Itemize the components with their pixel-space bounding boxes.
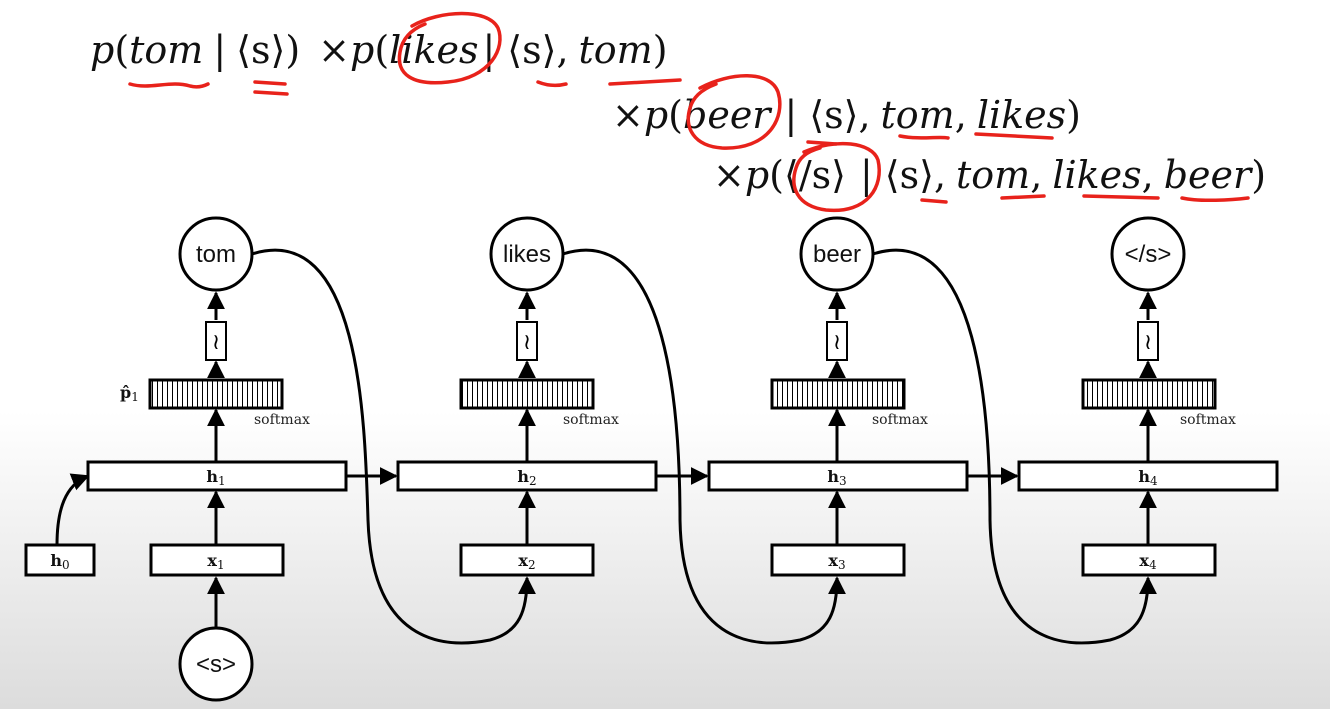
underline-s-2 (536, 80, 568, 88)
svg-text:≀: ≀ (833, 330, 841, 355)
hidden-state-box (86, 460, 348, 492)
softmax-vector (1081, 378, 1217, 410)
underline-likes-3 (974, 132, 1054, 140)
target-beer: beer (683, 93, 773, 137)
target-likes: likes (389, 28, 478, 72)
underline-s-3 (806, 140, 838, 146)
svg-text:h4: h4 (1138, 467, 1158, 488)
softmax-vector (459, 378, 595, 410)
svg-text:x2: x2 (518, 551, 535, 572)
svg-text:x4: x4 (1139, 551, 1157, 572)
input-embedding-box (770, 543, 906, 577)
arrow-likes-to-x3 (562, 248, 846, 645)
output-word: likes (503, 241, 551, 268)
time-step-4: </s> ≀ softmax h4 x4 (1017, 216, 1279, 577)
underline-tom-2 (608, 78, 682, 86)
time-step-3: beer ≀ softmax h3 x3 (707, 216, 969, 577)
hidden-state-box (707, 460, 969, 492)
svg-text:h3: h3 (827, 467, 846, 488)
underline-tom-4 (1000, 194, 1046, 200)
input-embedding-box (459, 543, 595, 577)
svg-text:softmax: softmax (254, 412, 310, 428)
input-embedding-box (1081, 543, 1217, 577)
svg-text:≀: ≀ (1144, 330, 1152, 355)
sampler-box (1137, 321, 1159, 361)
svg-text:h1: h1 (206, 467, 225, 488)
underline-likes-4 (1082, 194, 1160, 200)
underline-s-4 (920, 198, 948, 204)
svg-text:<s>: <s> (196, 651, 236, 678)
svg-text:≀: ≀ (523, 330, 531, 355)
output-word: tom (196, 241, 236, 268)
underline-s-1a (253, 80, 287, 86)
start-input-node: <s> (178, 626, 254, 702)
prob-symbol: p (90, 28, 114, 72)
history-start-token: ⟨s⟩ (236, 28, 285, 72)
sampler-box (826, 321, 848, 361)
svg-text:x1: x1 (207, 551, 224, 572)
formula-line-1: p(tom|⟨s⟩)×p(likes|⟨s⟩,tom) (90, 28, 668, 72)
sampler-box (516, 321, 538, 361)
sampler-box (205, 321, 227, 361)
time-step-1: tom ≀ softmax h1 x1 (86, 216, 348, 577)
target-tom: tom (129, 28, 203, 72)
formula-line-2: ×p(beer|⟨s⟩,tom,likes) (612, 93, 1081, 137)
arrow-h0-to-h1 (55, 473, 90, 546)
p-hat-label: p̂1 (120, 383, 139, 404)
hidden-state-box (1017, 460, 1279, 492)
circle-likes (397, 11, 502, 85)
svg-text:x3: x3 (828, 551, 845, 572)
output-word: </s> (1125, 241, 1172, 268)
svg-text:h0: h0 (50, 551, 69, 572)
red-annotations (128, 11, 1250, 213)
softmax-vector (148, 378, 284, 410)
underline-beer-4 (1180, 196, 1250, 203)
softmax-vector (770, 378, 906, 410)
svg-text:softmax: softmax (1180, 412, 1236, 428)
underline-tom-3 (898, 134, 950, 140)
underline-s-1b (253, 90, 289, 96)
svg-text:h2: h2 (517, 467, 536, 488)
arrow-tom-to-x2 (251, 248, 536, 645)
h0-box: h0 (24, 543, 96, 577)
circle-end-token (792, 141, 881, 213)
time-step-2: likes ≀ softmax h2 x2 (396, 216, 658, 577)
arrow-beer-to-x4 (872, 248, 1157, 645)
svg-text:softmax: softmax (563, 412, 619, 428)
underline-tom-1 (128, 82, 210, 89)
svg-text:softmax: softmax (872, 412, 928, 428)
circle-beer (686, 74, 782, 150)
probability-formula: p(tom|⟨s⟩)×p(likes|⟨s⟩,tom) ×p(beer|⟨s⟩,… (90, 11, 1266, 213)
input-embedding-box (149, 543, 285, 577)
svg-text:≀: ≀ (212, 330, 220, 355)
output-word: beer (813, 241, 861, 268)
